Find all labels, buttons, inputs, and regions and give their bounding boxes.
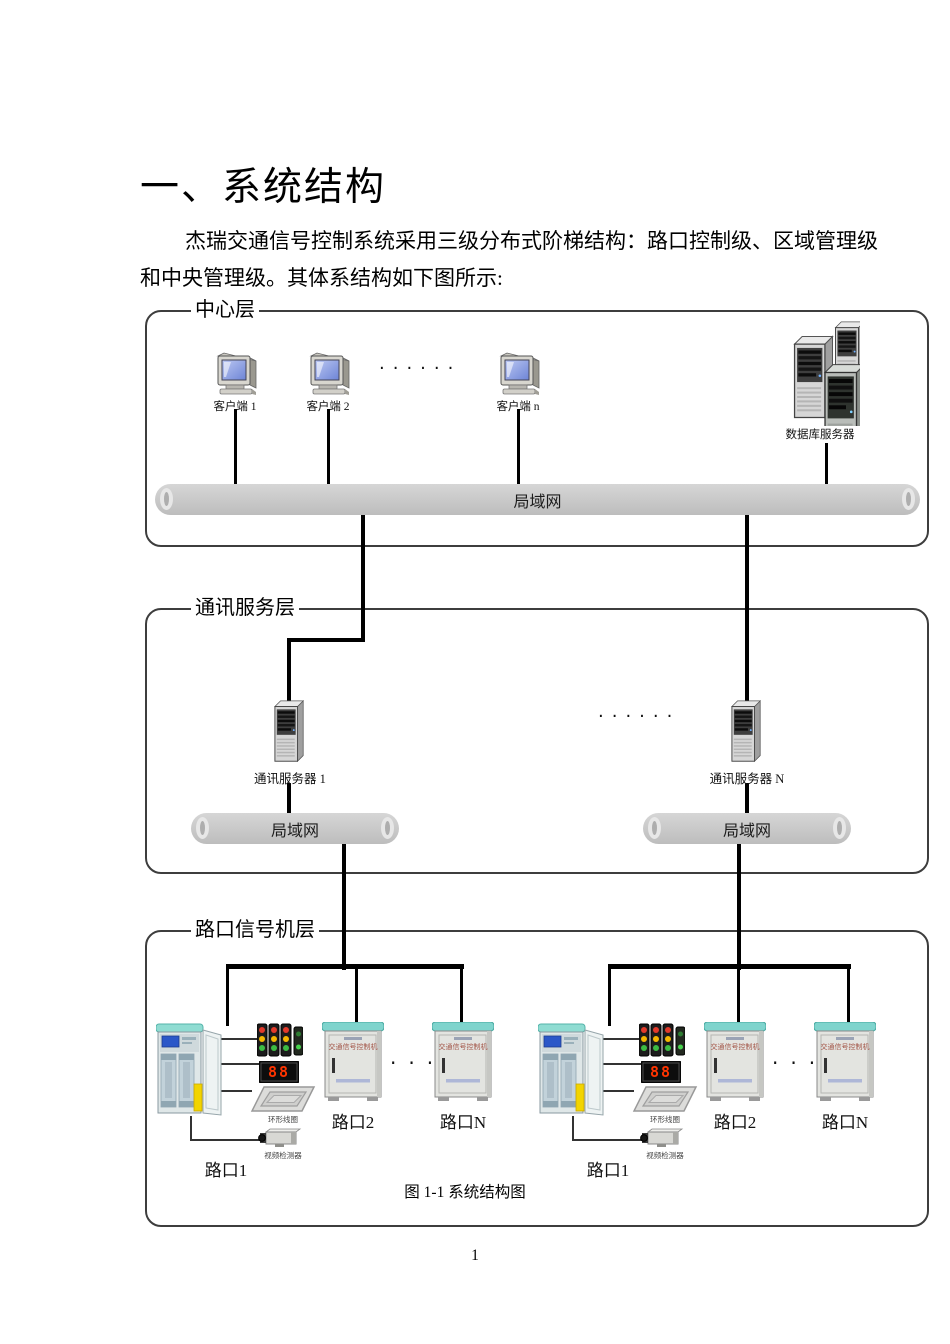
lan-label: 局域网 [270, 822, 319, 840]
traffic-lights-icon [639, 1023, 685, 1059]
lan-endcap-icon [160, 488, 173, 510]
bus-line [608, 964, 851, 969]
cabinet-panel-text: 交通信号控制机 [328, 1043, 378, 1051]
page-number: 1 [471, 1247, 479, 1264]
junction-ellipsis: ··· [390, 1051, 446, 1075]
database-server-cluster-icon [780, 318, 860, 426]
junction-group-left: 88 环形线圈 视频检测器 路口1 交通信号控制机 路口2 ··· 交通信号控制… [156, 1022, 501, 1182]
servers-ellipsis: ······ [598, 706, 681, 727]
junction2-label: 路口2 [713, 1113, 757, 1132]
signal-cabinet-icon [432, 1022, 494, 1104]
bus-drop-line [355, 964, 358, 1024]
loop-coil-icon [632, 1085, 698, 1113]
cabinet-device-line [218, 1063, 260, 1065]
client-computer-icon [495, 352, 543, 398]
clientn-label: 客户端 n [496, 401, 540, 413]
lan-endcap-icon [648, 817, 661, 839]
video-detector-label: 视频检测器 [646, 1151, 684, 1160]
cabinet-device-line [218, 1090, 252, 1092]
comm-server-icon [271, 699, 309, 765]
junction-ellipsis: ··· [772, 1051, 828, 1075]
traffic-lights-icon [257, 1023, 303, 1059]
lan-bar-center: 局域网 [155, 484, 920, 515]
bus-drop-line [226, 964, 229, 1026]
device-link-line [327, 409, 330, 487]
junction-group-right: 88 环形线圈 视频检测器 路口1 交通信号控制机 路口2 ··· 交通信号控制… [538, 1022, 883, 1182]
signal-cabinet-icon [322, 1022, 384, 1104]
junction1-label: 路口1 [586, 1161, 630, 1180]
loop-coil-icon [250, 1085, 316, 1113]
loop-coil-label: 环形线圈 [650, 1115, 680, 1124]
bus-drop-line [608, 964, 611, 1026]
signal-controller-open-cabinet-icon [538, 1022, 606, 1118]
cabinet-device-line [600, 1038, 640, 1040]
lan-riser-line [287, 638, 291, 703]
database-server-label: 数据库服务器 [785, 429, 855, 441]
client1-label: 客户端 1 [213, 401, 257, 413]
loop-coil-label: 环形线圈 [268, 1115, 298, 1124]
junction1-label: 路口1 [204, 1161, 248, 1180]
lan-endcap-icon [833, 817, 846, 839]
lan-label: 局域网 [722, 822, 771, 840]
comm-layer-label: 通讯服务层 [191, 596, 299, 620]
cabinet-device-line [600, 1090, 634, 1092]
cabinet-device-line [190, 1116, 192, 1140]
comm-server1-label: 通讯服务器 1 [254, 772, 326, 786]
center-layer-label: 中心层 [191, 298, 259, 322]
junction-layer-box: 路口信号机层 [145, 918, 929, 1227]
bus-drop-line [460, 964, 463, 1024]
page-title: 一、系统结构 [140, 166, 387, 210]
device-link-line [517, 409, 520, 487]
client-computer-icon [212, 352, 260, 398]
cabinet-device-line [600, 1063, 642, 1065]
body-paragraph-line2: 和中央管理级。其体系结构如下图所示: [140, 266, 503, 290]
client2-label: 客户端 2 [306, 401, 350, 413]
comm-layer-box: 通讯服务层 [145, 596, 929, 874]
bus-line [226, 964, 464, 969]
lan-riser-line [737, 843, 741, 970]
lan-riser-line [745, 514, 749, 703]
clients-ellipsis: ······ [379, 358, 462, 379]
server-lan-line [745, 783, 749, 816]
signal-controller-open-cabinet-icon [156, 1022, 224, 1118]
comm-serverN-label: 通讯服务器 N [709, 772, 785, 786]
cabinet-device-line [218, 1038, 258, 1040]
lan-bar-comm-right: 局域网 [643, 813, 851, 844]
signal-cabinet-icon [704, 1022, 766, 1104]
lan-riser-line [342, 843, 346, 970]
junction-layer-label: 路口信号机层 [191, 918, 319, 942]
video-detector-label: 视频检测器 [264, 1151, 302, 1160]
video-detector-camera-icon [640, 1127, 684, 1149]
comm-server-icon [728, 699, 766, 765]
junctionN-label: 路口N [821, 1113, 869, 1132]
signal-cabinet-icon [814, 1022, 876, 1104]
countdown-digits: 88 [649, 1063, 673, 1081]
lan-label: 局域网 [513, 493, 562, 511]
lan-endcap-icon [196, 817, 209, 839]
lan-bar-comm-left: 局域网 [191, 813, 399, 844]
body-paragraph-line1: 杰瑞交通信号控制系统采用三级分布式阶梯结构：路口控制级、区域管理级 [185, 229, 878, 253]
cabinet-panel-text: 交通信号控制机 [438, 1043, 488, 1051]
lan-endcap-icon [902, 488, 915, 510]
figure-caption: 图 1-1 系统结构图 [404, 1184, 526, 1201]
center-layer-box: 中心层 [145, 298, 929, 547]
cabinet-panel-text: 交通信号控制机 [820, 1043, 870, 1051]
bus-drop-line [737, 964, 740, 1024]
device-link-line [825, 443, 828, 487]
bus-drop-line [847, 964, 850, 1024]
video-detector-camera-icon [258, 1127, 302, 1149]
lan-riser-line [361, 514, 365, 642]
cabinet-device-line [572, 1116, 574, 1140]
lan-endcap-icon [381, 817, 394, 839]
junctionN-label: 路口N [439, 1113, 487, 1132]
cabinet-device-line [572, 1139, 642, 1141]
device-link-line [234, 409, 237, 487]
junction2-label: 路口2 [331, 1113, 375, 1132]
countdown-digits: 88 [267, 1063, 291, 1081]
cabinet-panel-text: 交通信号控制机 [710, 1043, 760, 1051]
server-lan-line [287, 783, 291, 816]
client-computer-icon [305, 352, 353, 398]
cabinet-device-line [190, 1139, 260, 1141]
lan-riser-line [287, 638, 365, 642]
